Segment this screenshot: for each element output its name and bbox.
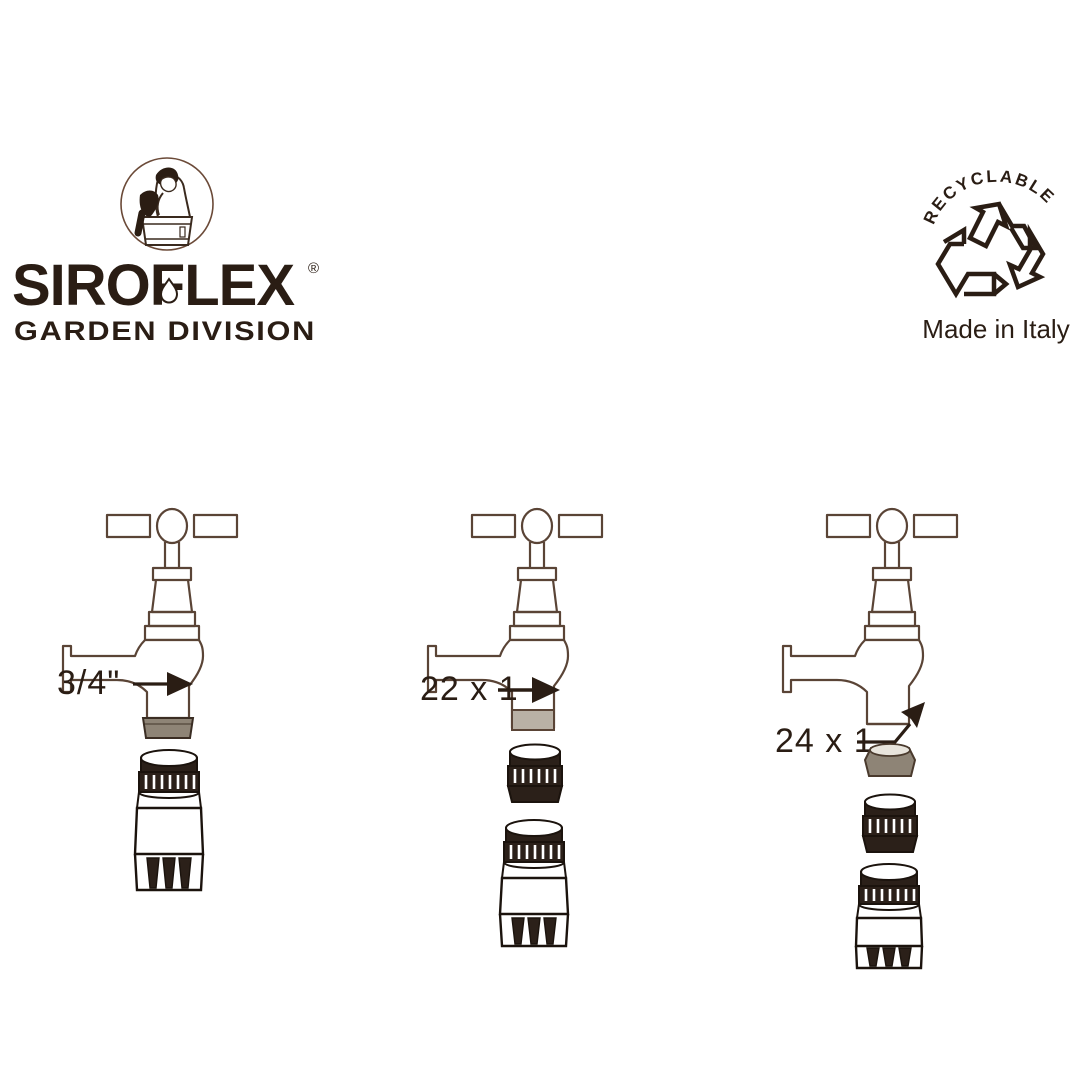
recyclable-arc-text: RECYCLABLE (920, 167, 1059, 227)
made-in-italy-label: Made in Italy (912, 312, 1080, 346)
brand-name-text: SIROFLEX (12, 255, 295, 317)
hose-connector-icon (498, 819, 570, 948)
brand-tagline-text: GARDEN DIVISION (14, 316, 316, 346)
recycling-triangle-icon: RECYCLABLE (920, 160, 1072, 320)
hose-connector-icon (854, 863, 924, 970)
thread-size-label: 24 x 1 (775, 722, 874, 760)
spout-tip-threaded (141, 717, 195, 739)
water-drop-icon (159, 277, 179, 304)
fitting-diagram-24x1: 24 x 1 (775, 480, 1080, 970)
thread-size-callout: 3/4" (57, 664, 193, 702)
spout-tip-plain (511, 709, 555, 731)
ribbed-adapter-ring-icon (506, 743, 564, 803)
arrow-up-right-icon (857, 702, 925, 744)
brand-logo: SIROFLEX ® GARDEN DIVISION (8, 155, 328, 355)
fitting-diagram-22x1: 22 x 1 (420, 480, 760, 950)
made-in-italy-text: Made in Italy (922, 314, 1069, 344)
arrow-right-icon (133, 672, 193, 696)
brand-tagline: GARDEN DIVISION (14, 315, 324, 347)
garden-tap-icon (61, 507, 239, 720)
thread-size-label: 3/4" (57, 664, 120, 702)
brand-trademark-text: ® (308, 260, 319, 277)
ribbed-adapter-ring-icon (861, 793, 919, 853)
hex-nut-icon (863, 743, 917, 777)
garden-tap-icon (781, 507, 959, 726)
arrow-right-icon (498, 677, 560, 703)
recyclable-badge: RECYCLABLE Made in Italy (912, 160, 1080, 365)
washerwoman-basin-emblem-icon (118, 155, 216, 253)
hose-connector-icon (133, 749, 205, 892)
thread-size-callout: 22 x 1 (420, 670, 560, 708)
fitting-diagram-three-quarter-inch: 3/4" (55, 480, 395, 950)
thread-size-callout: 24 x 1 (775, 702, 925, 760)
brand-wordmark: SIROFLEX ® (12, 253, 324, 318)
